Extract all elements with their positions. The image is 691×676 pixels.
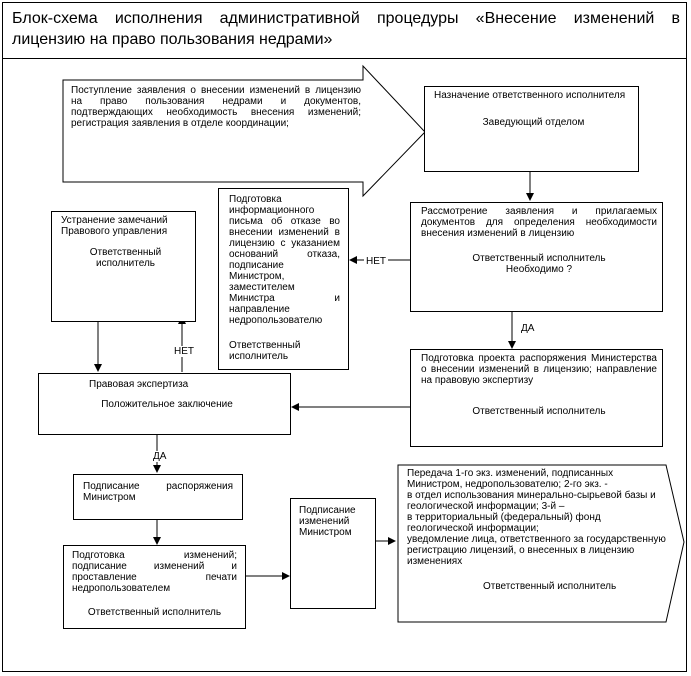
- fix-title: Устранение замечаний Правового управлени…: [61, 215, 168, 237]
- assign-title: Назначение ответственного исполнителя: [434, 90, 626, 101]
- edge-label-no-legal: НЕТ: [172, 346, 196, 357]
- assign-role: Заведующий отделом: [482, 117, 585, 128]
- draft-title: Подготовка проекта распоряжения Министер…: [421, 353, 657, 386]
- review-role: Ответственный исполнитель: [472, 253, 606, 264]
- draft-role: Ответственный исполнитель: [472, 406, 606, 417]
- transfer-role: Ответственный исполнитель: [483, 581, 617, 592]
- transfer-block-arrow: [397, 464, 685, 623]
- diagram-title: Блок-схема исполнения административной п…: [12, 10, 680, 48]
- node-fix: Устранение замечаний Правового управлени…: [51, 211, 196, 322]
- legal-result: Положительное заключение: [101, 399, 233, 410]
- edge-label-yes-review: ДА: [519, 323, 537, 334]
- node-legal: Правовая экспертиза Положительное заключ…: [38, 373, 291, 435]
- transfer-text-2: в отдел использования минерально-сырьево…: [407, 490, 656, 512]
- node-transfer: Передача 1-го экз. изменений, подписанны…: [407, 468, 687, 592]
- prep-role: Ответственный исполнитель: [87, 607, 222, 618]
- node-draft: Подготовка проекта распоряжения Министер…: [410, 349, 663, 447]
- transfer-text-3: в территориальный (федеральный) фонд гео…: [407, 512, 601, 534]
- prep-changes-text: Подготовка изменений; подписание изменен…: [72, 550, 237, 594]
- legal-title: Правовая экспертиза: [89, 379, 189, 390]
- transfer-text-4: уведомление лица, ответственного за госу…: [407, 534, 666, 567]
- node-receipt: Поступление заявления о внесении изменен…: [71, 85, 361, 129]
- header: Блок-схема исполнения административной п…: [2, 2, 687, 59]
- node-review: Рассмотрение заявления и прилагаемых док…: [410, 202, 663, 312]
- fix-role: Ответственный исполнитель: [89, 247, 162, 269]
- node-sign-changes: Подписание изменений Министром: [290, 498, 376, 609]
- edge-label-no-review: НЕТ: [364, 256, 388, 267]
- review-question: Необходимо ?: [505, 264, 573, 275]
- node-assign: Назначение ответственного исполнителя За…: [424, 86, 639, 172]
- refusal-role: Ответственный исполнитель: [229, 340, 301, 362]
- sign-changes-text: Подписание изменений Министром: [299, 505, 356, 538]
- transfer-text-1: Передача 1-го экз. изменений, подписанны…: [407, 468, 614, 490]
- edge-label-yes-legal: ДА: [151, 451, 169, 462]
- node-refusal: Подготовка информационного письма об отк…: [218, 188, 349, 370]
- receipt-block-arrow: [62, 64, 426, 198]
- review-title: Рассмотрение заявления и прилагаемых док…: [421, 206, 657, 239]
- sign-order-text: Подписание распоряжения Министром: [83, 481, 233, 503]
- receipt-text: Поступление заявления о внесении изменен…: [71, 85, 361, 129]
- refusal-title: Подготовка информационного письма об отк…: [229, 194, 340, 326]
- node-sign-order: Подписание распоряжения Министром: [73, 474, 243, 520]
- node-prep-changes: Подготовка изменений; подписание изменен…: [63, 545, 246, 629]
